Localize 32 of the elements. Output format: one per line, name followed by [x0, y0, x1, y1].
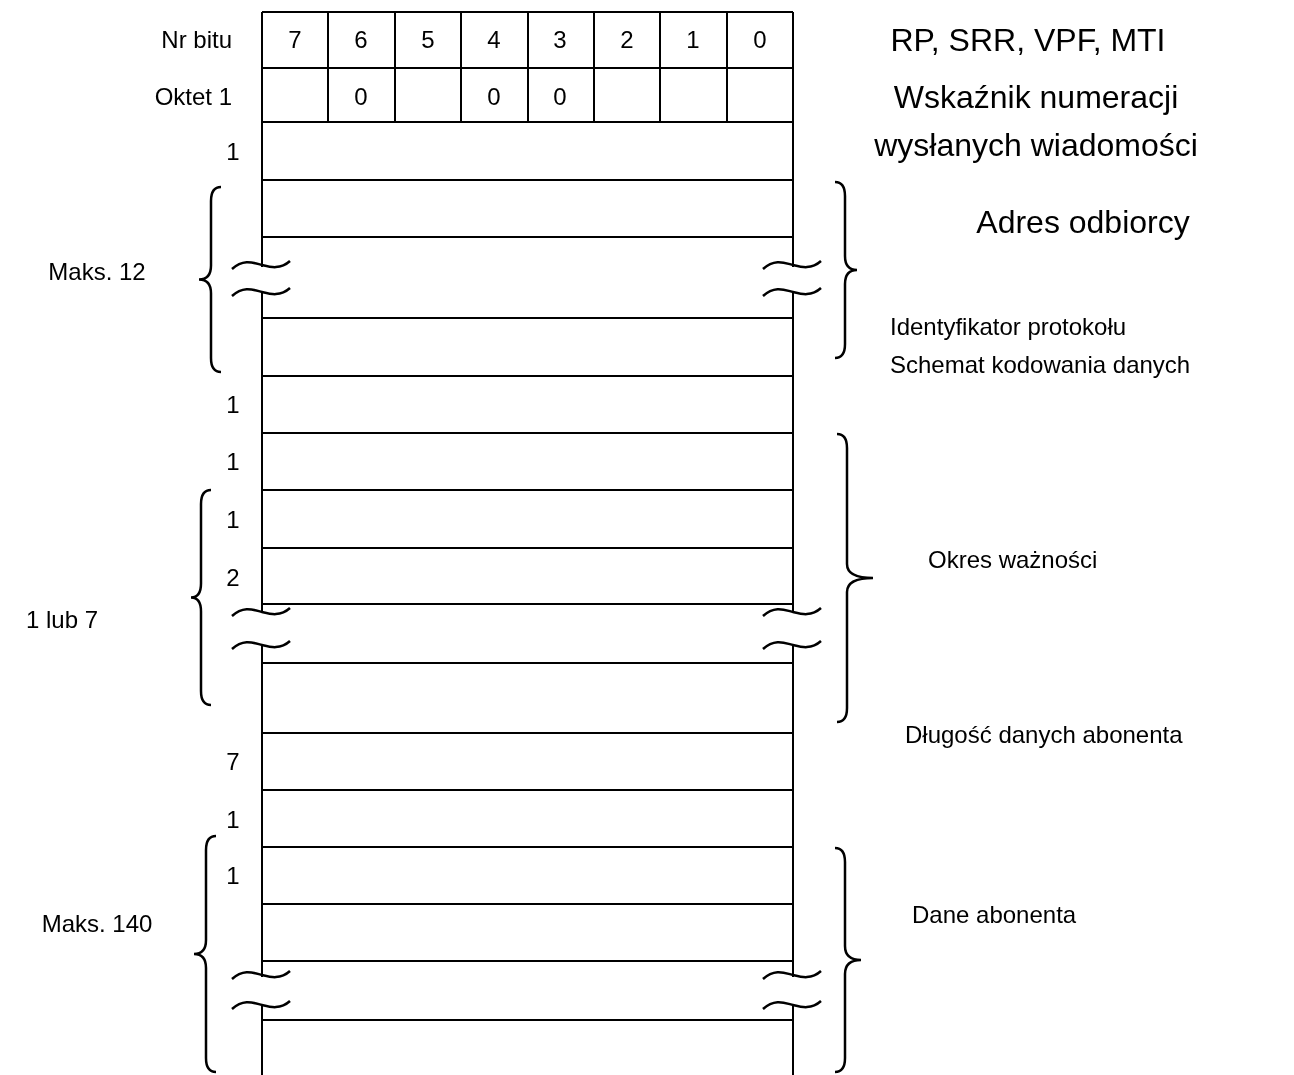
- octet-count: 1: [226, 138, 240, 166]
- bit-number: 0: [753, 26, 767, 54]
- field-name: Identyfikator protokołu: [890, 313, 1127, 341]
- bit-number: 2: [620, 26, 634, 54]
- octet-count: Maks. 140: [41, 910, 153, 938]
- bit-number: 7: [288, 26, 302, 54]
- octet-count: 1: [226, 862, 240, 890]
- octet-count: 1: [226, 806, 240, 834]
- row-header: Oktet 1: [154, 83, 232, 111]
- octet-count: Maks. 12: [48, 258, 146, 286]
- octet-count: 1: [226, 391, 240, 419]
- column-header: Nr bitu: [161, 26, 232, 54]
- bit-value: 0: [487, 83, 501, 111]
- bit-number: 3: [553, 26, 567, 54]
- field-name: Dane abonenta: [912, 901, 1077, 929]
- field-name: Schemat kodowania danych: [890, 351, 1191, 379]
- octet-count: 7: [226, 748, 240, 776]
- bit-number: 6: [354, 26, 368, 54]
- field-name: Wskaźnik numeracji wysłanych wiadomości: [873, 78, 1199, 165]
- octet-count: 1: [226, 506, 240, 534]
- octet-count: 2: [226, 564, 240, 592]
- bit-value: 0: [553, 83, 567, 111]
- octet-count: 1 lub 7: [25, 606, 99, 634]
- bit-number: 5: [421, 26, 435, 54]
- field-name: RP, SRR, VPF, MTI: [890, 21, 1166, 59]
- bit-number: 1: [686, 26, 700, 54]
- octet-count: 1: [226, 448, 240, 476]
- field-name: Adres odbiorcy: [976, 203, 1190, 241]
- bit-value: 0: [354, 83, 368, 111]
- field-name: Okres ważności: [928, 546, 1098, 574]
- bit-number: 4: [487, 26, 501, 54]
- field-name: Długość danych abonenta: [905, 721, 1183, 749]
